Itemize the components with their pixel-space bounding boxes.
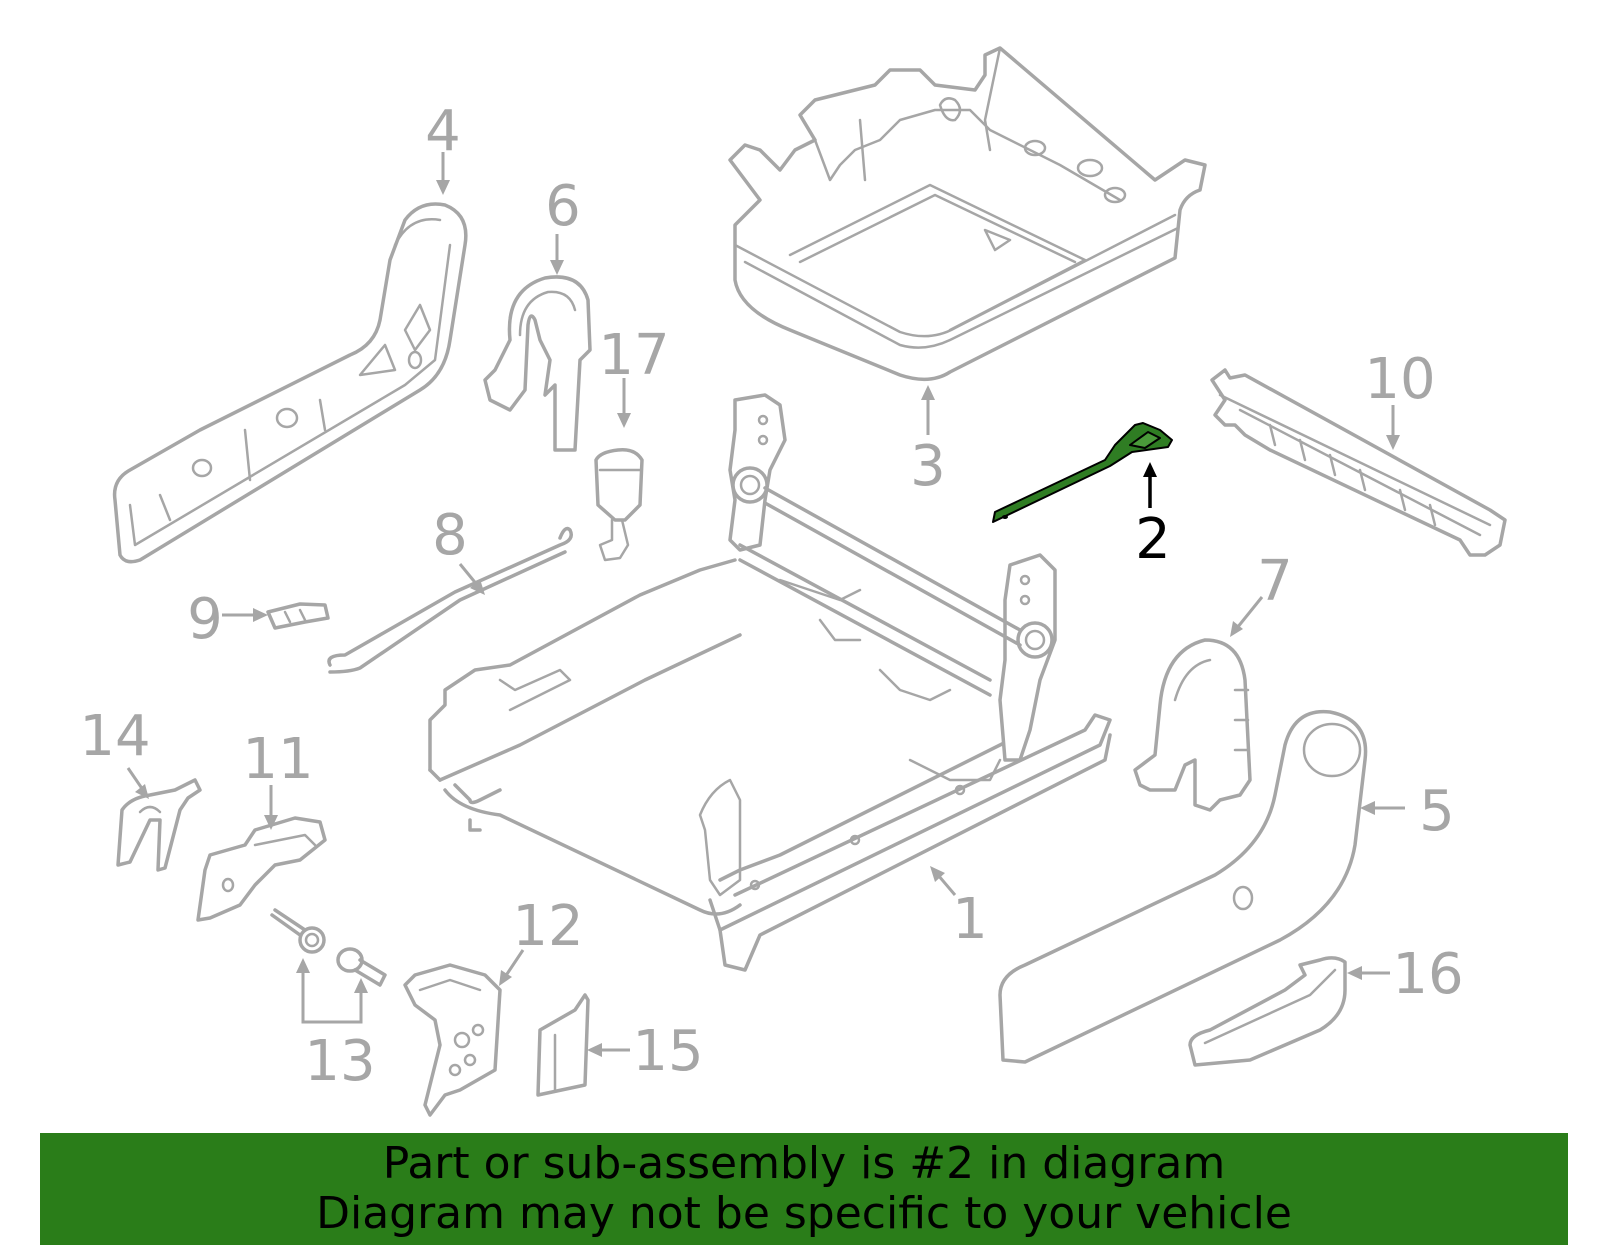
callout-9: 9 [187,587,268,652]
callout-13-label: 13 [304,1029,375,1094]
part-17-seat-belt-buckle [594,447,644,562]
callout-5-label: 5 [1419,779,1455,844]
callout-7: 7 [1230,549,1293,637]
part-9-clip [266,602,330,630]
part-16-trim-piece [1188,956,1347,1067]
info-banner: Part or sub-assembly is #2 in diagram Di… [40,1133,1568,1245]
callout-17: 17 [598,323,670,428]
callout-4-label: 4 [425,99,461,164]
callout-12-label: 12 [512,894,583,959]
part-7-inner-hinge-cover [1133,638,1252,812]
callout-14-label: 14 [79,704,150,769]
callout-10-label: 10 [1364,347,1435,412]
callout-11: 11 [242,727,314,830]
part-8-rod [327,526,573,674]
callout-12: 12 [499,894,584,986]
part-10-rail-cover [1210,368,1507,557]
callout-6-label: 6 [545,174,581,239]
callout-3-label: 3 [910,434,946,499]
callout-3: 3 [910,385,946,499]
part-12-switch-bezel [403,963,502,1117]
callout-1-label: 1 [952,887,988,952]
callout-8: 8 [432,503,485,595]
callout-14: 14 [79,704,151,799]
callout-10: 10 [1364,347,1436,450]
callout-15: 15 [587,1019,704,1084]
part-15-trim-strip [536,993,590,1097]
callout-11-label: 11 [242,727,313,792]
part-4-outer-side-shield [112,202,468,564]
part-13-bolts [270,908,387,987]
callout-13: 13 [296,958,376,1094]
banner-line-2: Diagram may not be specific to your vehi… [316,1188,1292,1239]
callout-8-label: 8 [432,503,468,568]
part-1-seat-frame [428,393,1112,972]
callout-7-label: 7 [1257,549,1293,614]
part-2-strap-highlighted [992,422,1173,523]
part-5-outer-side-panel [998,709,1368,1064]
callout-6: 6 [545,174,581,275]
callout-1: 1 [930,866,988,952]
callout-2-label: 2 [1135,507,1171,572]
callout-2: 2 [1135,462,1171,572]
part-11-hook-bracket [196,816,327,922]
callout-16-label: 16 [1392,942,1463,1007]
banner-line-1: Part or sub-assembly is #2 in diagram [382,1138,1226,1189]
part-6-hinge-cover [483,275,592,452]
callout-4: 4 [425,99,461,195]
part-14-bracket [116,778,202,872]
callout-17-label: 17 [598,323,669,388]
callout-5: 5 [1360,779,1455,844]
callout-9-label: 9 [187,587,223,652]
callout-15-label: 15 [632,1019,703,1084]
callout-16: 16 [1347,942,1464,1007]
part-3-seat-cushion-pan [728,46,1207,382]
